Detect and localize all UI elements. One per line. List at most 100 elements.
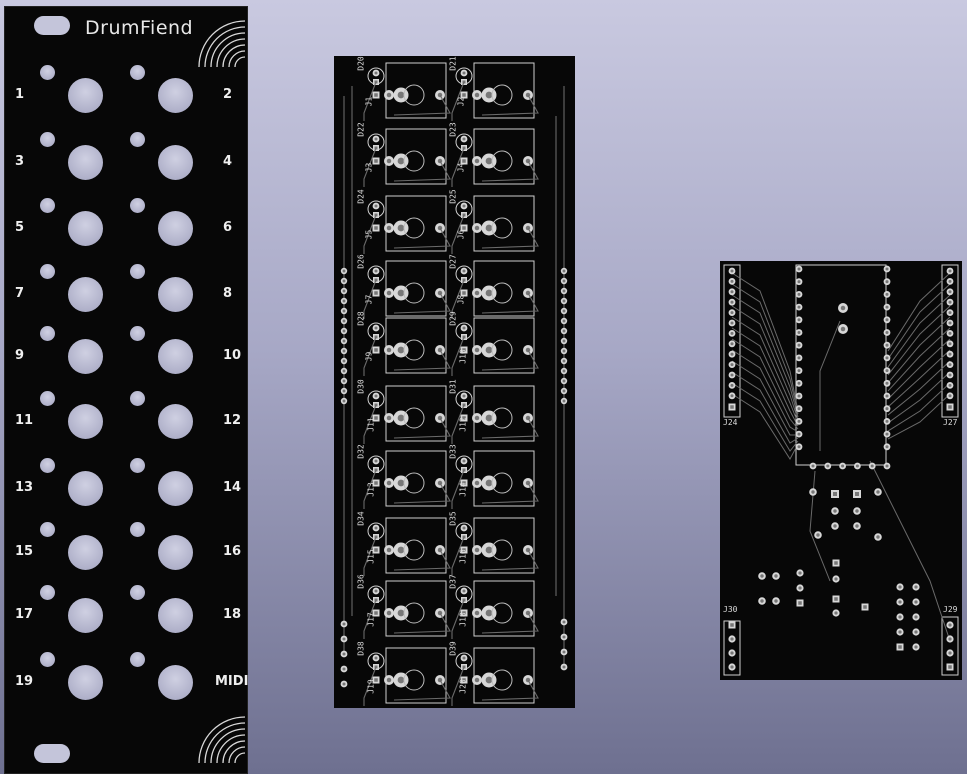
drill bbox=[885, 464, 889, 468]
drill bbox=[342, 319, 346, 323]
jack-ring bbox=[403, 150, 425, 172]
jack-hole bbox=[158, 665, 193, 700]
drill bbox=[462, 71, 466, 75]
jack-label: 3 bbox=[15, 154, 25, 169]
drill bbox=[885, 330, 889, 335]
drill bbox=[898, 615, 902, 619]
trace bbox=[481, 94, 539, 116]
jack-label: 10 bbox=[223, 348, 242, 363]
drill bbox=[397, 157, 405, 165]
jack-footprint bbox=[385, 195, 447, 252]
jack-footprint bbox=[473, 647, 535, 704]
drill bbox=[374, 589, 378, 593]
jack-hole bbox=[68, 211, 103, 246]
silk-ref: D24 bbox=[356, 189, 366, 204]
drill bbox=[797, 292, 801, 296]
jack-ring bbox=[403, 472, 425, 494]
jack-footprint bbox=[473, 195, 535, 252]
drill bbox=[833, 509, 837, 513]
drill bbox=[885, 305, 889, 309]
drill bbox=[474, 547, 480, 553]
drill bbox=[562, 309, 566, 313]
drill bbox=[462, 481, 466, 485]
silk-ref: J14 bbox=[458, 482, 468, 497]
drill bbox=[374, 416, 378, 420]
drill bbox=[797, 369, 801, 373]
drill bbox=[562, 339, 566, 343]
drill bbox=[841, 464, 845, 468]
drill bbox=[485, 346, 493, 354]
drill bbox=[948, 269, 952, 273]
jack-ring bbox=[491, 472, 513, 494]
drill bbox=[798, 586, 802, 590]
drill bbox=[474, 92, 480, 98]
jack-hole bbox=[68, 277, 103, 312]
jack-hole bbox=[68, 404, 103, 439]
drill bbox=[797, 280, 801, 284]
silk-ref: D33 bbox=[448, 444, 458, 459]
drill bbox=[386, 92, 392, 98]
drill bbox=[948, 331, 952, 335]
drill bbox=[342, 299, 346, 303]
drill bbox=[914, 615, 918, 619]
jack-label: 15 bbox=[15, 544, 34, 559]
trace bbox=[451, 336, 465, 376]
drill bbox=[397, 609, 405, 617]
trace bbox=[343, 86, 565, 666]
trace bbox=[731, 338, 799, 430]
jack-footprint bbox=[385, 450, 447, 507]
trace bbox=[731, 382, 799, 452]
silk-ref: J24 bbox=[723, 418, 738, 427]
drill bbox=[948, 279, 952, 283]
trace bbox=[481, 227, 539, 249]
drill bbox=[797, 267, 801, 271]
jack-hole bbox=[158, 598, 193, 633]
jack-ring bbox=[403, 602, 425, 624]
drill bbox=[885, 267, 889, 271]
drill bbox=[774, 574, 778, 578]
drill bbox=[342, 667, 346, 671]
jack-label: 6 bbox=[223, 220, 233, 235]
drill bbox=[855, 492, 859, 496]
header-outline bbox=[723, 620, 741, 676]
trace bbox=[731, 327, 799, 427]
trace bbox=[887, 283, 951, 360]
drill bbox=[948, 383, 952, 387]
drill bbox=[462, 394, 466, 398]
control-pcb-drawing bbox=[723, 264, 959, 676]
drill bbox=[730, 321, 734, 325]
trace bbox=[393, 349, 451, 371]
drill bbox=[948, 321, 952, 325]
jack-ring bbox=[491, 539, 513, 561]
header-outline bbox=[941, 264, 959, 418]
drill bbox=[797, 445, 801, 449]
silk-ref: D29 bbox=[448, 311, 458, 326]
drill bbox=[730, 394, 734, 398]
trace bbox=[887, 360, 951, 416]
jack-label: 5 bbox=[15, 220, 25, 235]
trace bbox=[887, 327, 951, 392]
drill bbox=[885, 432, 889, 436]
drill bbox=[562, 329, 566, 333]
trace bbox=[731, 371, 799, 444]
drill bbox=[730, 405, 734, 409]
drill bbox=[386, 225, 392, 231]
jack-ring bbox=[491, 669, 513, 691]
drill bbox=[397, 676, 405, 684]
drill bbox=[885, 280, 889, 284]
drill bbox=[474, 347, 480, 353]
drill bbox=[876, 490, 880, 494]
jack-label: 14 bbox=[223, 480, 242, 495]
drill bbox=[855, 464, 859, 468]
drill bbox=[948, 300, 952, 304]
drill bbox=[870, 464, 874, 468]
drill bbox=[948, 665, 952, 669]
jack-footprint bbox=[385, 385, 447, 442]
drill bbox=[834, 597, 838, 601]
trace bbox=[731, 393, 799, 460]
drill bbox=[811, 464, 815, 468]
drill bbox=[885, 343, 889, 347]
drill bbox=[914, 630, 918, 634]
mount-slot-top bbox=[34, 16, 70, 35]
